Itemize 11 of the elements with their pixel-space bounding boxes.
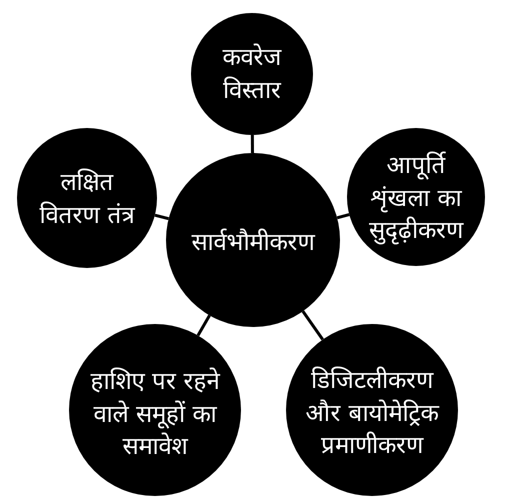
topic-label: लक्षित वितरण तंत्र <box>38 167 136 231</box>
connector-line <box>154 214 170 220</box>
connector-line <box>302 310 324 340</box>
topic-label: आपूर्ति शृंखला का सुदृढ़ीकरण <box>368 150 465 246</box>
connector-line <box>336 213 350 220</box>
connector-line <box>196 314 211 336</box>
hub-label: सार्वभौमीकरण <box>192 226 314 258</box>
topic-label: डिजिटलीकरण और बायोमेट्रिक प्रमाणीकरण <box>304 365 440 462</box>
topic-label: कवरेज विस्तार <box>222 42 283 106</box>
connector-line <box>250 134 254 153</box>
topic-label: हाशिए पर रहने वाले समूहों का समावेश <box>89 366 222 462</box>
